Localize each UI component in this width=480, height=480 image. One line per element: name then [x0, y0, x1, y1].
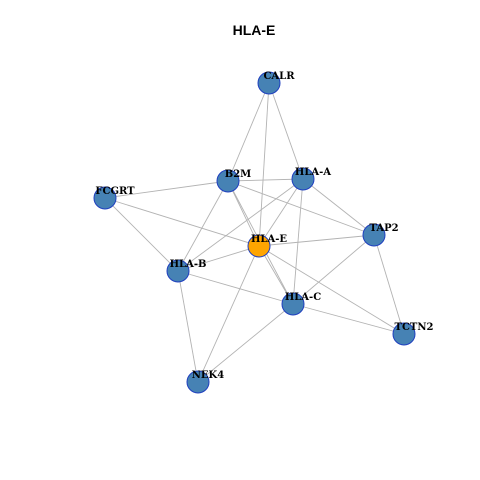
edge-calr-b2m — [227, 82, 270, 182]
node-label-b2m: B2M — [225, 169, 251, 180]
edge-b2m-hla-a — [227, 178, 304, 182]
edge-hla-b-hla-c — [177, 270, 294, 305]
edge-fcgrt-hla-e — [104, 197, 260, 247]
edge-hla-c-nek4 — [197, 303, 294, 383]
node-label-fcgrt: FCGRT — [95, 186, 135, 197]
edge-fcgrt-hla-b — [104, 197, 179, 272]
edge-calr-hla-e — [258, 82, 270, 247]
node-label-nek4: NEK4 — [192, 370, 224, 381]
edge-calr-hla-a — [268, 82, 304, 180]
edge-hla-a-hla-e — [258, 178, 304, 247]
edge-hla-e-tctn2 — [258, 245, 405, 335]
node-fcgrt[interactable] — [93, 186, 117, 210]
node-label-tctn2: TCTN2 — [395, 322, 434, 333]
node-calr[interactable] — [257, 71, 281, 95]
node-tctn2[interactable] — [392, 322, 416, 346]
node-b2m[interactable] — [216, 169, 240, 193]
edge-fcgrt-b2m — [104, 180, 229, 199]
edge-layer — [104, 82, 405, 383]
node-hla-b[interactable] — [166, 259, 190, 283]
edge-b2m-hla-b — [177, 180, 229, 272]
node-tap2[interactable] — [362, 223, 386, 247]
node-hla-e[interactable] — [247, 234, 271, 258]
edge-hla-a-tap2 — [302, 178, 375, 236]
edge-hla-a-hla-b — [177, 178, 304, 272]
node-label-calr: CALR — [263, 71, 295, 82]
node-hla-c[interactable] — [281, 292, 305, 316]
node-layer — [93, 71, 416, 394]
edge-hla-e-nek4 — [197, 245, 260, 383]
edge-b2m-hla-e — [227, 180, 260, 247]
edge-hla-a-hla-c — [292, 178, 304, 305]
edge-tap2-tctn2 — [373, 234, 405, 335]
edge-hla-e-hla-b — [177, 245, 260, 272]
graph-title: HLA-E — [233, 22, 276, 38]
node-label-hla-c: HLA-C — [285, 292, 321, 303]
node-nek4[interactable] — [186, 370, 210, 394]
node-label-hla-b: HLA-B — [170, 259, 207, 270]
edge-hla-e-tap2 — [258, 234, 375, 247]
node-label-hla-e: HLA-E — [251, 234, 287, 245]
node-label-tap2: TAP2 — [369, 223, 398, 234]
node-label-hla-a: HLA-A — [295, 167, 331, 178]
node-hla-a[interactable] — [291, 167, 315, 191]
edge-hla-b-nek4 — [177, 270, 199, 383]
edge-tap2-hla-c — [292, 234, 375, 305]
edge-hla-c-tctn2 — [292, 303, 405, 335]
